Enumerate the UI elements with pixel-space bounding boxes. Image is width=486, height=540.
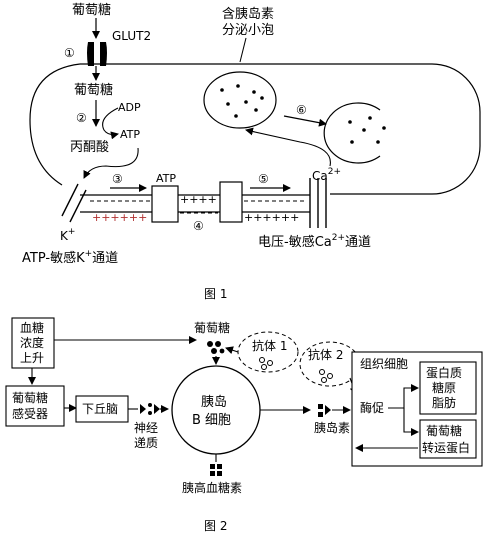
neurotransmitter-icon	[140, 403, 160, 415]
step-5-marker: ⑤	[258, 172, 269, 186]
membrane-protein-1	[151, 185, 179, 223]
glut2-transporter-icon	[87, 42, 107, 66]
svg-text:++++++: ++++++	[92, 211, 147, 224]
products-line-1: 蛋白质	[426, 365, 462, 380]
ca-channel-icon	[309, 178, 327, 228]
neurotransmitter-line-2: 递质	[134, 436, 158, 450]
figure-2: 血糖 浓度 上升 葡萄糖 感受器 下丘脑 神经 递质 胰岛 B 细胞 葡萄糖	[5, 317, 483, 533]
neurotransmitter-line-1: 神经	[134, 421, 158, 435]
svg-text:++++++: ++++++	[244, 211, 299, 224]
k-channel-label: ATP-敏感K+通道	[22, 249, 118, 266]
glucagon-molecule-icon	[210, 464, 222, 476]
transporter-line-2: 转运蛋白	[422, 440, 470, 455]
glut2-label: GLUT2	[112, 29, 151, 43]
receptor-line-1: 葡萄糖	[12, 390, 48, 405]
step-1-marker: ①	[64, 46, 75, 60]
ca-channel-label: 电压-敏感Ca2+通道	[258, 233, 371, 250]
islet-b-cell	[171, 365, 261, 455]
rise-line-1: 血糖	[20, 320, 44, 335]
exocytosis-vesicle	[323, 102, 381, 164]
products-box	[419, 361, 477, 415]
glucose-label: 葡萄糖	[194, 320, 230, 335]
k-channel-icon	[61, 183, 87, 223]
ca-label: Ca2+	[312, 167, 341, 183]
islet-label-1: 胰岛	[201, 394, 227, 410]
rise-line-2: 浓度	[20, 335, 44, 350]
enzyme-label: 酶促	[360, 400, 384, 415]
receptor-line-2: 感受器	[12, 406, 48, 421]
hypothalamus-box	[75, 395, 129, 423]
atp-label-1: ATP	[120, 128, 140, 141]
transporter-box	[419, 419, 477, 459]
vesicle-label-line-2: 分泌小泡	[222, 23, 274, 38]
cell-membrane	[80, 63, 481, 195]
products-line-2: 糖原	[432, 380, 456, 395]
cell-membrane-left	[29, 63, 81, 186]
glucose-inside-label: 葡萄糖	[74, 82, 113, 98]
transporter-line-1: 葡萄糖	[426, 423, 462, 438]
glucose-outside-label: 葡萄糖	[72, 2, 111, 18]
svg-text:++++: ++++	[180, 193, 217, 206]
glucose-receptor-box	[5, 385, 65, 427]
vesicle-label-line-1: 含胰岛素	[222, 6, 274, 22]
rise-line-3: 上升	[20, 351, 44, 365]
step-2-marker: ②	[76, 111, 87, 125]
pyruvate-label: 丙酮酸	[70, 140, 109, 155]
figure-1-caption: 图 1	[204, 287, 227, 301]
products-line-3: 脂肪	[432, 395, 456, 410]
figure-2-caption: 图 2	[204, 519, 227, 533]
glucagon-label: 胰高血糖素	[182, 480, 242, 495]
k-ion-label: K+	[60, 227, 75, 243]
antibody-2-label: 抗体 2	[308, 347, 343, 362]
insulin-vesicle	[203, 71, 277, 129]
blood-glucose-rise-box	[11, 317, 55, 369]
insulin-label: 胰岛素	[314, 420, 350, 435]
step-6-marker: ⑥	[296, 103, 307, 117]
released-insulin-granules	[348, 116, 386, 144]
insulin-granules	[220, 84, 264, 118]
islet-label-2: B 细胞	[192, 413, 231, 428]
antibody-1-label: 抗体 1	[252, 338, 287, 353]
hypothalamus-label: 下丘脑	[82, 402, 118, 416]
tissue-cell-label: 组织细胞	[360, 357, 408, 371]
insulin-molecule-icon	[318, 404, 331, 417]
step-3-marker: ③	[112, 172, 123, 186]
antibody-1-icon	[259, 357, 273, 370]
antibody-2-icon	[319, 369, 333, 383]
membrane-protein-2	[219, 181, 243, 223]
figure-1: ++++++ ++++ ++++++ 葡萄糖 GLUT2 ① 葡萄糖 ② ADP…	[22, 2, 481, 301]
atp-label-2: ATP	[156, 172, 176, 185]
step-4-marker: ④	[193, 219, 204, 233]
adp-label: ADP	[118, 101, 141, 114]
glucose-molecule-icon	[207, 341, 225, 354]
